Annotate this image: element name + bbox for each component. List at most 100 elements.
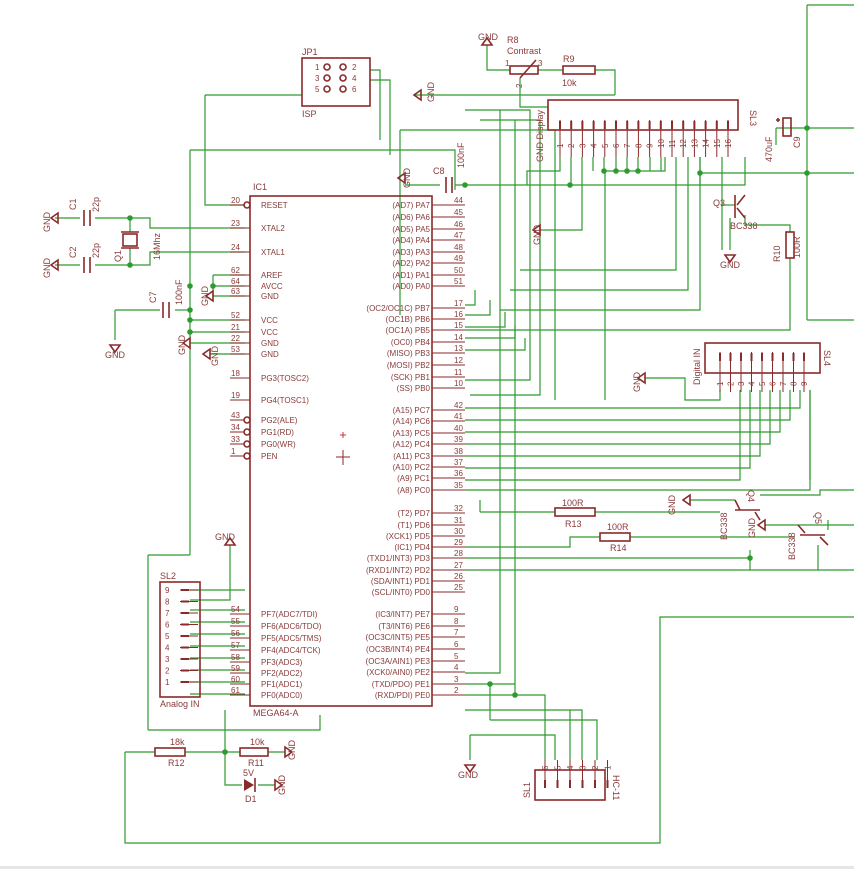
- ic1-pin-label: (A12) PC4: [393, 440, 431, 449]
- ic1-pin-number: 38: [454, 447, 463, 456]
- c1-capacitor: C1 22p: [68, 197, 101, 226]
- q1-name: Q1: [113, 250, 123, 262]
- ic1-right-pin: 48(AD3) PA3: [392, 243, 465, 257]
- ground-label: GND: [632, 372, 642, 393]
- r14-resistor: 100R R14: [599, 522, 631, 553]
- r11-value: 10k: [250, 737, 265, 747]
- jp1-pin-4: 4: [352, 74, 357, 83]
- q4-value: BC338: [719, 512, 729, 540]
- ic1-pin-number: 43: [231, 411, 240, 420]
- sl3-pin-number: 10: [657, 139, 666, 148]
- ground-icon: GND: [632, 371, 646, 393]
- ground-label: GND: [42, 258, 52, 279]
- sl1-pin-number: 6: [541, 765, 550, 770]
- ic1-right-pin: 39(A12) PC4: [393, 435, 465, 449]
- sl3-pin-number: 13: [690, 139, 699, 148]
- ic1-pin-number: 44: [454, 196, 463, 205]
- ic1-pin-label: PF2(ADC2): [261, 669, 303, 678]
- sl3-pin-number: 8: [634, 143, 643, 148]
- c8-value: 100nF: [456, 142, 466, 168]
- ic1-pin-label: VCC: [261, 316, 278, 325]
- r12-value: 18k: [170, 737, 185, 747]
- jp1-value: ISP: [302, 109, 317, 119]
- jp1-pin-6: 6: [352, 85, 357, 94]
- ground-label: GND: [200, 286, 210, 307]
- ic1-pin-label: GND: [261, 350, 279, 359]
- ic1-pin-number: 12: [454, 356, 463, 365]
- sl3-pin: 4: [590, 120, 599, 157]
- ic1-pin-number: 34: [231, 423, 240, 432]
- ic1-pin-number: 31: [454, 516, 463, 525]
- ic1-pin-number: 58: [231, 653, 240, 662]
- ic1-pin-label: PF1(ADC1): [261, 680, 303, 689]
- ground-icon: GND: [720, 254, 741, 270]
- sl4-pin: 9: [800, 352, 809, 392]
- sl1-pin: 4: [566, 760, 575, 788]
- jp1-isp-header: JP1 ISP 1 2 3 4 5 6: [301, 47, 371, 119]
- ic1-right-pin: 5(OC3A/AIN1) PE3: [366, 652, 465, 666]
- sl4-pin-number: 7: [779, 381, 788, 386]
- sl4-pin: 8: [790, 352, 799, 392]
- sl2-value: Analog IN: [160, 699, 200, 709]
- r12-name: R12: [168, 758, 185, 768]
- sl1-pin-number: 3: [579, 765, 588, 770]
- ic1-pin-label: (SDA/INT1) PD1: [371, 577, 431, 586]
- ic1-right-pin: 2(RXD/PDI) PE0: [375, 686, 465, 700]
- sl3-pin-number: 2: [567, 143, 576, 148]
- ground-icon: GND: [201, 346, 220, 366]
- ground-icon: GND: [458, 764, 479, 780]
- sl3-pin-number: 4: [590, 143, 599, 148]
- ic1-pin-number: 63: [231, 287, 240, 296]
- ground-label: GND: [277, 775, 287, 796]
- ic1-pin-number: 61: [231, 686, 240, 695]
- ic1-pin-number: 57: [231, 641, 240, 650]
- sl4-pin: 3: [737, 352, 746, 392]
- sl2-pin: 3: [165, 655, 198, 664]
- sl3-pin: 8: [634, 120, 643, 157]
- ground-label: GND: [667, 495, 677, 516]
- ic1-pin-number: 13: [454, 344, 463, 353]
- sl4-pin-number: 1: [716, 381, 725, 386]
- c7-value: 100nF: [174, 279, 184, 305]
- ic1-right-pin: 45(AD6) PA6: [392, 208, 465, 222]
- ic1-pin-label: (AD4) PA4: [392, 236, 430, 245]
- ic1-pin-number: 20: [231, 196, 240, 205]
- ic1-name: IC1: [253, 182, 267, 192]
- sl3-pin: 16: [724, 120, 733, 157]
- ic1-right-pin: 4(XCK0/AIN0) PE2: [366, 663, 465, 677]
- sl4-pin-number: 3: [737, 381, 746, 386]
- ic1-pin-number: 49: [454, 254, 463, 263]
- ground-label: GND: [478, 32, 499, 42]
- sl4-pin-number: 8: [790, 381, 799, 386]
- ground-label: GND: [287, 740, 297, 761]
- r8-pin-2: 2: [515, 83, 524, 88]
- ic1-right-pin: 41(A14) PC6: [393, 412, 465, 426]
- r11-resistor: 10k R11: [239, 737, 269, 768]
- d1-value: 5V: [243, 768, 254, 778]
- sl3-pin-number: 14: [702, 139, 711, 148]
- sl1-pin: 2: [591, 760, 600, 788]
- r9-value: 10k: [562, 78, 577, 88]
- ground-label: GND: [426, 82, 436, 103]
- sl2-pin-number: 8: [165, 598, 170, 607]
- sl3-pin-number: 5: [601, 143, 610, 148]
- sl3-pin: 6: [612, 120, 621, 157]
- ic1-right-pin: 37(A10) PC2: [393, 458, 465, 472]
- sl3-name: SL3: [748, 110, 758, 126]
- r8-value: Contrast: [507, 46, 542, 56]
- q4-name: Q4: [746, 490, 756, 502]
- sl2-name: SL2: [160, 571, 176, 581]
- ic1-pin-number: 16: [454, 310, 463, 319]
- c9-value: 470uF: [764, 136, 774, 162]
- d1-zener-diode: 5V D1: [243, 768, 257, 804]
- ic1-pin-number: 47: [454, 231, 463, 240]
- sl4-name: SL4: [822, 350, 832, 366]
